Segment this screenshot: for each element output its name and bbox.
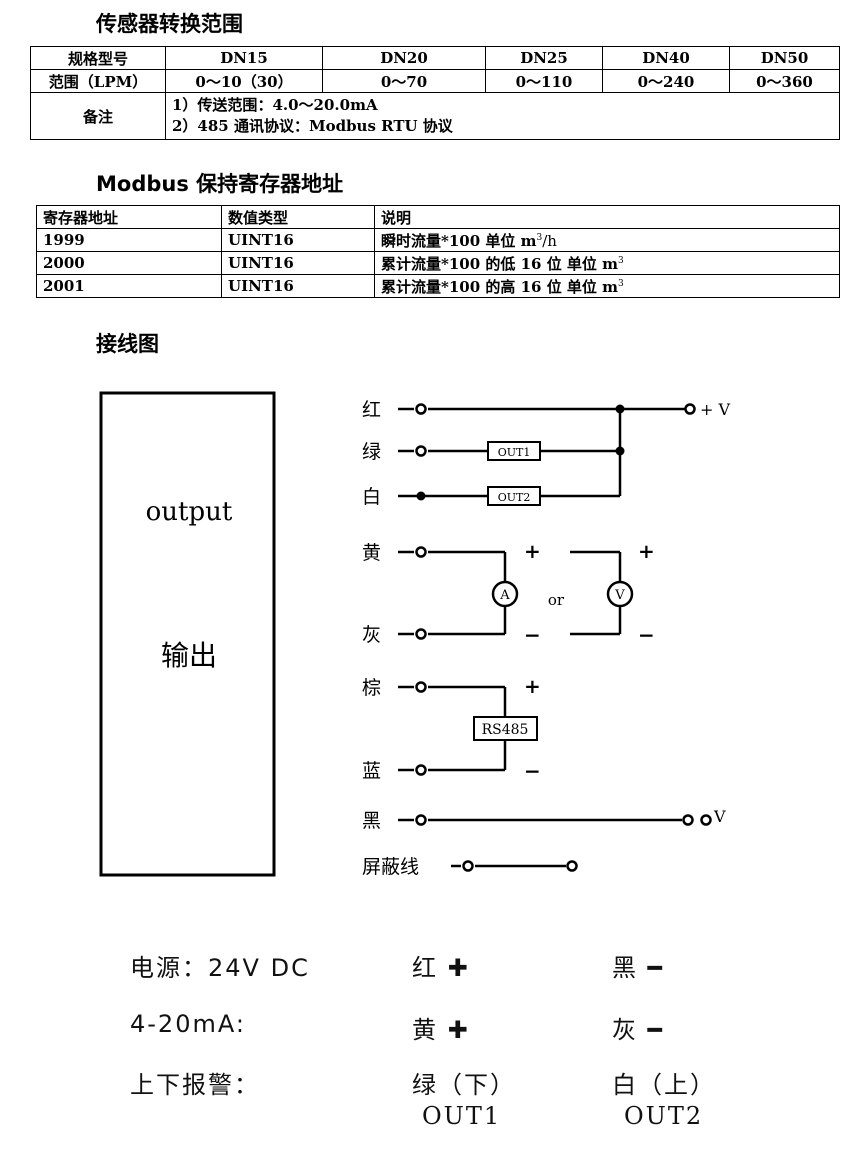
plus-v-label: + V bbox=[700, 400, 730, 419]
out1-label: OUT1 bbox=[422, 1102, 502, 1130]
alarm-high: 白（上） bbox=[612, 1071, 716, 1099]
unit-superscript: 3 bbox=[618, 255, 624, 266]
table-row: 备注 1）传送范围：4.0～20.0mA 2）485 通讯协议：Modbus R… bbox=[30, 92, 840, 140]
wire-label-yellow: 黄 bbox=[362, 542, 381, 564]
current-positive: 黄 ✚ bbox=[412, 1016, 470, 1044]
wire-label-grey: 灰 bbox=[362, 624, 381, 646]
table-cell: 累计流量*100 的高 16 位 单位 m3 bbox=[374, 274, 840, 298]
table-row: 规格型号 DN15 DN20 DN25 DN40 DN50 bbox=[30, 46, 840, 70]
output-box bbox=[99, 391, 276, 877]
power-label: 电源：24V DC bbox=[130, 954, 310, 982]
table-row: 范围（LPM） 0～10（30） 0～70 0～110 0～240 0～360 bbox=[30, 69, 840, 93]
minus-mark: − bbox=[524, 759, 541, 783]
desc-tail: /h bbox=[542, 231, 557, 250]
table-cell: UINT16 bbox=[221, 274, 375, 298]
voltmeter-label: V bbox=[614, 588, 625, 603]
out1-box-label: OUT1 bbox=[498, 446, 531, 459]
table-cell: 范围（LPM） bbox=[30, 69, 166, 93]
plus-mark: + bbox=[524, 539, 541, 563]
table-cell: UINT16 bbox=[221, 251, 375, 275]
current-label: 4-20mA: bbox=[130, 1010, 246, 1038]
rs485-label: RS485 bbox=[482, 722, 529, 738]
section-title-range: 传感器转换范围 bbox=[96, 12, 243, 36]
table-cell: 0～70 bbox=[322, 69, 486, 93]
table-cell: 2000 bbox=[36, 251, 222, 275]
alarm-low: 绿（下） bbox=[412, 1071, 516, 1099]
wire-label-green: 绿 bbox=[362, 441, 381, 463]
or-label: or bbox=[548, 591, 565, 609]
spec-table: 规格型号 DN15 DN20 DN25 DN40 DN50 范围（LPM） 0～… bbox=[30, 46, 840, 140]
table-cell: 0～360 bbox=[729, 69, 840, 93]
wire-label-black: 黑 bbox=[362, 810, 381, 832]
note-line: 2）485 通讯协议：Modbus RTU 协议 bbox=[172, 117, 453, 135]
alarm-label: 上下报警： bbox=[130, 1071, 260, 1099]
table-cell: DN50 bbox=[729, 46, 840, 70]
section-title-modbus: Modbus 保持寄存器地址 bbox=[96, 172, 344, 196]
box-label-cn: 输出 bbox=[161, 639, 217, 672]
note-line: 1）传送范围：4.0～20.0mA bbox=[172, 96, 378, 114]
table-cell: 1999 bbox=[36, 228, 222, 252]
table-cell: 0～240 bbox=[602, 69, 730, 93]
section-title-wiring: 接线图 bbox=[96, 332, 159, 356]
box-label-en: output bbox=[146, 497, 233, 527]
register-table: 寄存器地址 数值类型 说明 1999 UINT16 瞬时流量*100 单位 m3… bbox=[36, 205, 840, 298]
table-cell: DN40 bbox=[602, 46, 730, 70]
power-negative: 黑 ━ bbox=[612, 954, 665, 982]
note-cell: 1）传送范围：4.0～20.0mA 2）485 通讯协议：Modbus RTU … bbox=[165, 92, 840, 140]
table-row: 2000 UINT16 累计流量*100 的低 16 位 单位 m3 bbox=[36, 251, 840, 275]
out2-box-label: OUT2 bbox=[498, 491, 531, 504]
wire-label-shield: 屏蔽线 bbox=[362, 856, 419, 878]
table-header-cell: 数值类型 bbox=[221, 205, 375, 229]
desc-text: 瞬时流量*100 单位 m bbox=[381, 231, 537, 250]
table-cell: 规格型号 bbox=[30, 46, 166, 70]
power-positive: 红 ✚ bbox=[412, 954, 470, 982]
plus-mark: + bbox=[638, 539, 655, 563]
ammeter-label: A bbox=[499, 588, 510, 603]
table-row: 2001 UINT16 累计流量*100 的高 16 位 单位 m3 bbox=[36, 274, 840, 298]
plus-mark: + bbox=[524, 674, 541, 698]
voltmeter-icon bbox=[606, 580, 634, 608]
wire-label-brown: 棕 bbox=[362, 677, 381, 699]
minus-mark: − bbox=[524, 623, 541, 647]
table-header-cell: 寄存器地址 bbox=[36, 205, 222, 229]
table-cell: UINT16 bbox=[221, 228, 375, 252]
minus-mark: − bbox=[638, 623, 655, 647]
zero-v-label: V bbox=[713, 807, 726, 826]
wire-label-red: 红 bbox=[362, 399, 381, 421]
unit-superscript: 3 bbox=[618, 278, 624, 289]
wire-label-white: 白 bbox=[362, 486, 381, 508]
table-cell: 0～110 bbox=[485, 69, 603, 93]
unit-superscript: 3 bbox=[536, 232, 543, 243]
desc-text: 累计流量*100 的高 16 位 单位 m bbox=[381, 277, 619, 296]
out2-label: OUT2 bbox=[624, 1102, 704, 1130]
current-negative: 灰 ━ bbox=[612, 1016, 665, 1044]
wire-label-blue: 蓝 bbox=[362, 760, 381, 782]
ammeter-icon bbox=[491, 580, 519, 608]
note-label: 备注 bbox=[30, 92, 166, 140]
table-cell: DN20 bbox=[322, 46, 486, 70]
desc-text: 累计流量*100 的低 16 位 单位 m bbox=[381, 254, 619, 273]
